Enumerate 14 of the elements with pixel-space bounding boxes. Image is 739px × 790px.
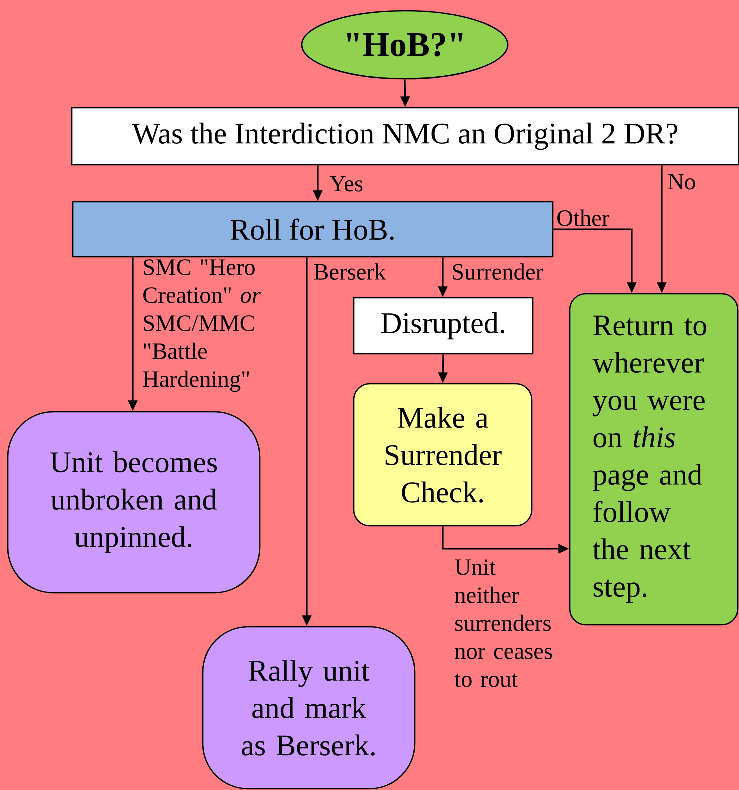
edge-label: Berserk [314,264,386,280]
question-box: Was the Interdiction NMC an Original 2 DR? [71,107,739,166]
edge-label: Other [558,210,610,226]
end-box: Return to wherever you were on this page and follow the next step. [569,293,739,626]
result-box: Rally unit and mark as Berserk. [202,626,416,790]
result-box: Unit becomes unbroken and unpinned. [7,411,261,594]
edge-label: Unit neither surrenders nor ceases to rout [454,560,552,688]
process-box: Make a Surrender Check. [353,383,533,527]
edge-label: No [668,174,696,190]
edge-label: Surrender [453,264,544,280]
edge-label: SMC "Hero Creation" or SMC/MMC "Battle Hardening" [143,260,262,392]
process-box: Roll for HoB. [72,201,554,258]
edge-label: Yes [330,176,363,192]
process-box: Disrupted. [353,297,534,355]
